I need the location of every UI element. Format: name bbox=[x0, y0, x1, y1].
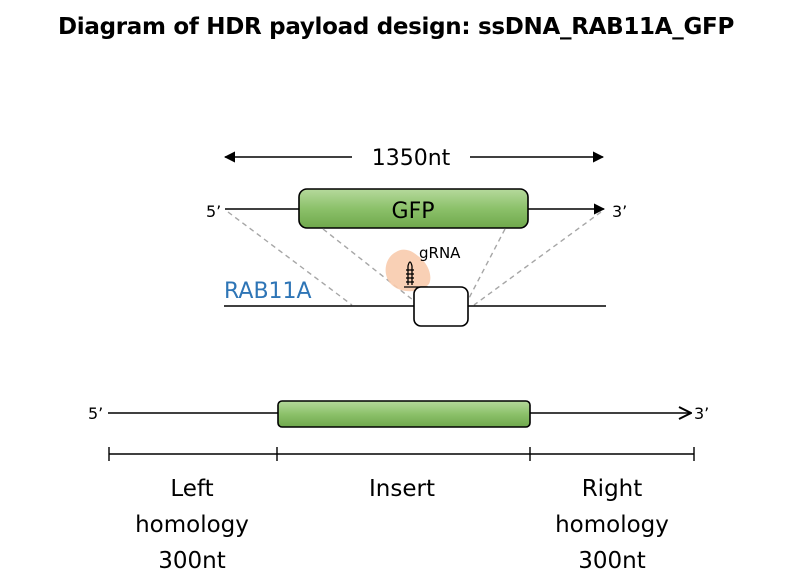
donor-strand: 5’ 3’ GFP bbox=[206, 188, 627, 229]
length-span: 1350nt bbox=[223, 146, 605, 171]
homology-guide-lines bbox=[227, 211, 602, 306]
left-homology-label-line3: 300nt bbox=[158, 548, 226, 574]
gfp-insert-box bbox=[298, 188, 529, 229]
diagram-title: Diagram of HDR payload design: ssDNA_RAB… bbox=[57, 14, 734, 40]
gene-label: RAB11A bbox=[224, 279, 312, 304]
guide-line-left-outer bbox=[227, 211, 353, 306]
length-label: 1350nt bbox=[372, 146, 451, 171]
left-homology-label-line1: Left bbox=[170, 476, 213, 502]
payload-3prime-label: 3’ bbox=[694, 404, 709, 423]
segment-scale-bar bbox=[108, 447, 695, 461]
grna-label: gRNA bbox=[419, 244, 461, 262]
payload-strand: 5’ 3’ bbox=[88, 400, 709, 428]
segment-labels: Left homology 300nt Insert Right homolog… bbox=[135, 476, 669, 574]
payload-5prime-label: 5’ bbox=[88, 404, 103, 423]
guide-line-left-inner bbox=[322, 228, 414, 301]
right-homology-label-line1: Right bbox=[582, 476, 643, 502]
donor-5prime-label: 5’ bbox=[206, 202, 221, 221]
right-homology-label-line3: 300nt bbox=[578, 548, 646, 574]
left-homology-label-line2: homology bbox=[135, 512, 249, 538]
payload-insert-box bbox=[277, 400, 531, 428]
genomic-locus: RAB11A gRNA bbox=[224, 244, 606, 327]
insert-label: Insert bbox=[369, 476, 435, 502]
right-homology-label-line2: homology bbox=[555, 512, 669, 538]
donor-3prime-label: 3’ bbox=[612, 202, 627, 221]
gfp-insert-label: GFP bbox=[392, 199, 435, 224]
target-exon-box bbox=[413, 286, 469, 327]
guide-line-right-inner bbox=[467, 228, 506, 301]
